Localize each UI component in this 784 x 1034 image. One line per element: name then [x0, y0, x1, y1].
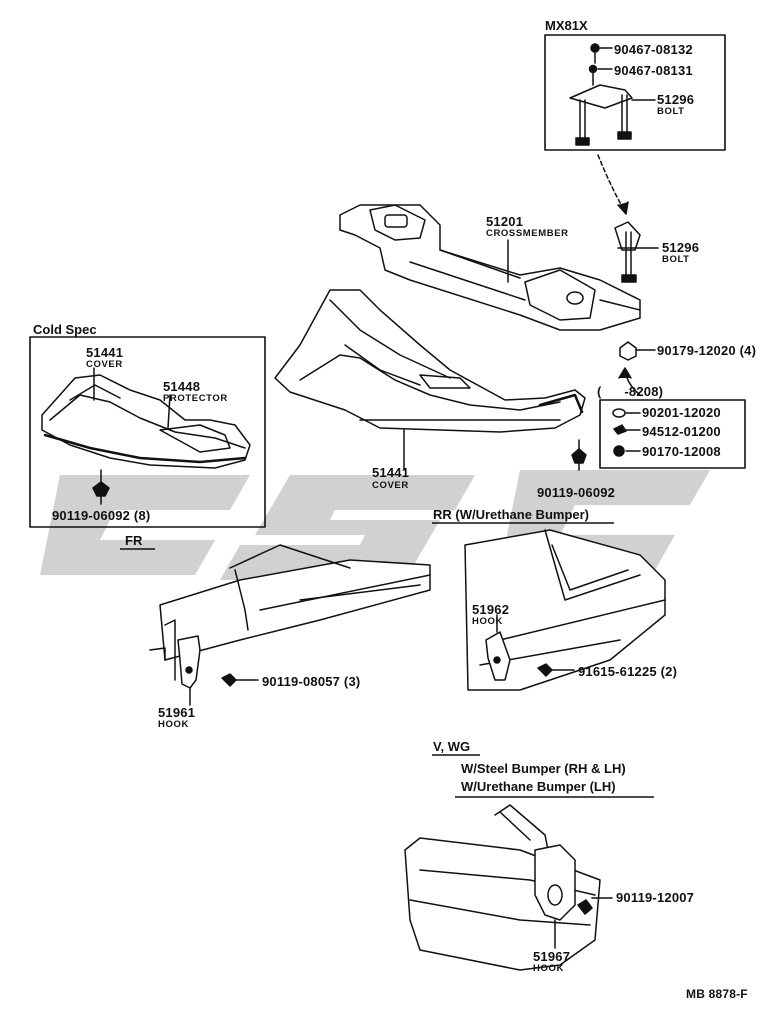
part-name-hook-v: HOOK	[533, 963, 564, 974]
bolt-set-icon	[569, 43, 656, 146]
clip-icon	[92, 469, 110, 505]
part-number-51296: 51296	[662, 240, 700, 255]
part-number-51962: 51962	[472, 602, 510, 617]
cold-spec-cover-part	[41, 374, 251, 469]
rear-bumper-part	[464, 529, 666, 691]
range-label: ( -8208)	[597, 384, 664, 399]
part-number-91615-61225: 91615-61225 (2)	[578, 664, 678, 679]
part-number-51448: 51448	[163, 379, 201, 394]
cold-spec-inset-box	[29, 336, 266, 528]
drawing-number: MB 8878-F	[686, 987, 748, 1001]
part-number-90119-06092: 90119-06092	[537, 485, 616, 500]
part-number-51441: 51441	[372, 465, 410, 480]
fr-label: FR	[125, 533, 143, 548]
part-number-90170-12008: 90170-12008	[642, 444, 721, 459]
part-number-51967: 51967	[533, 949, 571, 964]
part-name-cover: COVER	[372, 480, 409, 491]
part-number-51296-box: 51296	[657, 92, 695, 107]
part-number-51961: 51961	[158, 705, 196, 720]
part-number-90201-12020: 90201-12020	[642, 405, 721, 420]
part-number-94512-01200: 94512-01200	[642, 424, 721, 439]
mx81x-label: MX81X	[545, 18, 588, 33]
part-number-90467-08132: 90467-08132	[614, 42, 693, 57]
part-name-bolt: BOLT	[662, 254, 690, 265]
part-number-90467-08131: 90467-08131	[614, 63, 693, 78]
alt-parts-box	[599, 399, 746, 469]
part-number-90119-06092-8: 90119-06092 (8)	[52, 508, 151, 523]
front-hook-part	[177, 635, 201, 706]
rear-hook-part	[485, 614, 511, 681]
v-wg-label: V, WG	[433, 739, 471, 754]
washer-icon	[612, 408, 641, 457]
part-number-90119-08057: 90119-08057 (3)	[262, 674, 361, 689]
v-hook-part	[534, 844, 576, 949]
clip-icon	[571, 439, 587, 471]
part-name-bolt-box: BOLT	[657, 106, 685, 117]
part-name-hook-fr: HOOK	[158, 719, 189, 730]
cold-spec-label: Cold Spec	[33, 322, 97, 337]
part-name-hook-rr: HOOK	[472, 616, 503, 627]
part-name-protector: PROTECTOR	[163, 393, 228, 404]
part-name-cover-box: COVER	[86, 359, 123, 370]
rr-label: RR (W/Urethane Bumper)	[433, 507, 590, 522]
steel-bumper-label: W/Steel Bumper (RH & LH)	[461, 761, 626, 776]
bolt-icon	[221, 673, 259, 687]
part-number-51201: 51201	[486, 214, 524, 229]
part-number-90179-12020: 90179-12020 (4)	[657, 343, 757, 358]
nut-icon	[618, 341, 656, 396]
mx81x-inset-box	[544, 34, 726, 151]
bolt-icon	[577, 897, 613, 915]
part-number-51441-box: 51441	[86, 345, 124, 360]
part-number-90119-12007: 90119-12007	[616, 890, 695, 905]
bolt-icon	[614, 221, 641, 283]
crossmember-part	[339, 204, 641, 331]
leader-arrow	[597, 154, 625, 211]
cover-part	[274, 289, 586, 433]
part-name-crossmember: CROSSMEMBER	[486, 228, 569, 239]
bolt-icon	[537, 663, 575, 677]
urethane-bumper-label: W/Urethane Bumper (LH)	[461, 779, 616, 794]
front-frame-part	[149, 544, 431, 681]
